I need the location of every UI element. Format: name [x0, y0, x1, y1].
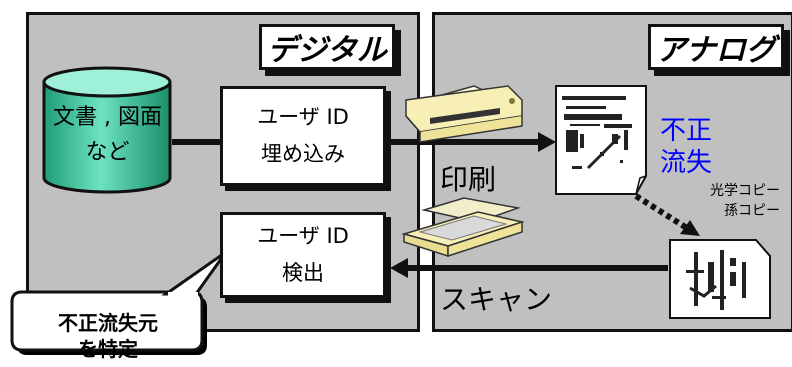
digital-panel-title: デジタル [259, 24, 395, 70]
print-label: 印刷 [440, 163, 497, 196]
callout-bubble [10, 250, 228, 355]
detect-box-line1: ユーザ ID [257, 224, 349, 249]
callout-line1: 不正流失元 [58, 311, 158, 335]
embed-box-line2: 埋め込み [261, 142, 345, 166]
embed-box-line1: ユーザ ID [257, 105, 349, 130]
leak-label-line1: 不正 [660, 116, 713, 146]
printer-icon [405, 85, 523, 143]
document-cylinder-line2: など [85, 140, 130, 166]
document-cylinder-label: 文書 , 図面 など [44, 100, 171, 170]
document-cylinder-line1: 文書 , 図面 [53, 105, 162, 130]
document-cylinder-icon [42, 66, 172, 194]
copy-label-line2: 孫コピー [724, 203, 780, 219]
copy-arrow [634, 193, 692, 233]
leaked-document-icon [555, 85, 647, 195]
copy-label-line1: 光学コピー [710, 183, 780, 199]
callout-line2: を特定 [78, 337, 138, 361]
callout-text: 不正流失元 を特定 [12, 310, 204, 362]
detect-box-line2: 検出 [282, 261, 324, 285]
detect-user-id-box: ユーザ ID 検出 [220, 212, 386, 298]
analog-panel-title: アナログ [648, 24, 784, 70]
copied-document-icon [669, 239, 771, 319]
scan-label: スキャン [440, 283, 553, 316]
scanner-icon [401, 197, 525, 258]
embed-user-id-box: ユーザ ID 埋め込み [220, 86, 386, 186]
leak-label-line2: 流失 [660, 148, 713, 178]
